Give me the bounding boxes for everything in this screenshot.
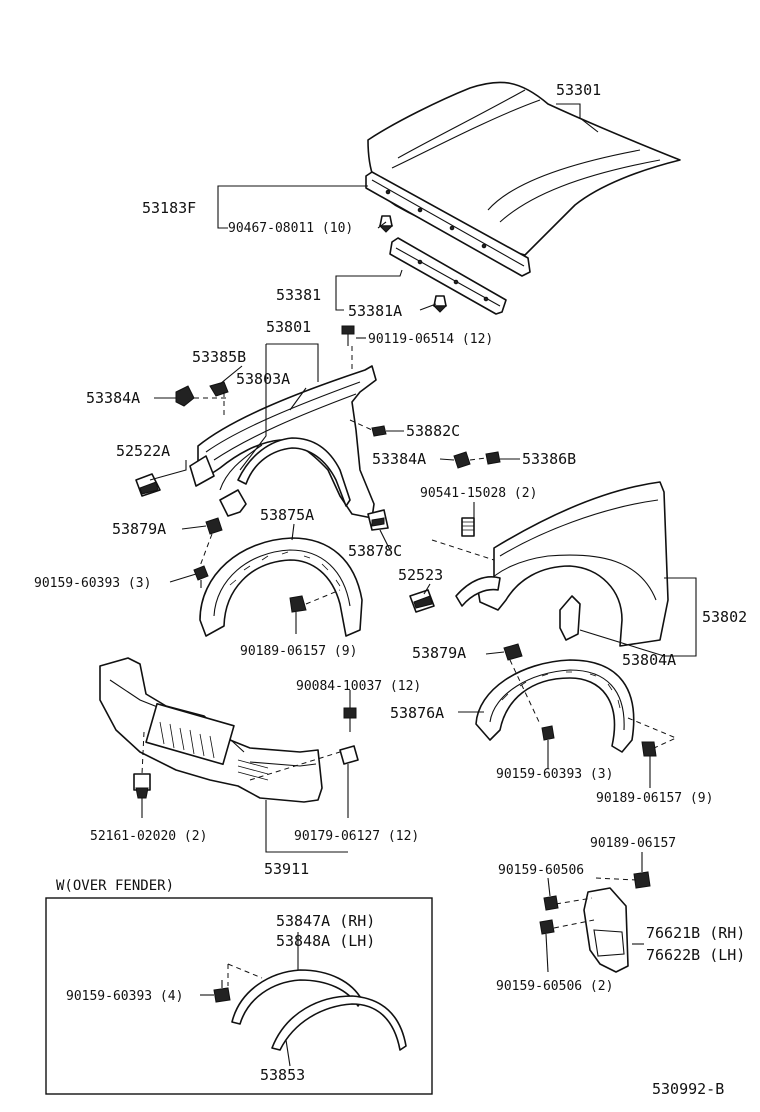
label-mud-screw-top: 90159-60506 [498,863,584,878]
label-liner-53875a: 53875A [260,506,314,524]
bracket-53878c-part [367,509,389,531]
label-over-fender-screw: 90159-60393 (4) [66,989,183,1004]
clip-52161-part [133,773,151,799]
over-fender-part [231,969,407,1051]
clip-53879a-left-part [205,517,223,535]
label-over-fender-rh: 53847A (RH) [276,912,375,930]
apron-seal-part [237,437,351,507]
retainer-53386b-part [485,451,501,465]
seal-53882c-part [371,425,387,437]
fender-rh-part [477,481,669,647]
label-over-fender-title: W(OVER FENDER) [56,878,174,894]
clip-90189-left-part [289,595,307,613]
clip-90189-right-part [641,741,657,757]
screw-90159-right-part [541,725,555,741]
hood-lock-support-part [389,237,507,315]
label-mud-clip: 90189-06157 [590,836,676,851]
label-clip-53879a-left: 53879A [112,520,166,538]
label-clip-90541: 90541-15028 (2) [420,486,537,501]
label-bolt-upper: 90119-06514 (12) [368,332,493,347]
label-screw-90159-left: 90159-60393 (3) [34,576,151,591]
hood-part [367,81,681,256]
cushion-53384a-left-part [175,385,195,407]
label-clip-90189-left: 90189-06157 (9) [240,644,357,659]
label-clip-52523: 52523 [398,566,443,584]
over-fender-screw-part [213,980,231,1003]
labels: 53301 53183F 90467-08011 (10) 53381 5338… [34,81,747,1098]
label-cushion-53384a-right: 53384A [372,450,426,468]
bolt-90084-part [343,707,357,732]
hood-seal-part [365,171,531,277]
over-fender-box [45,897,433,1095]
screw-90159-left-part [193,565,209,588]
label-bolt-90084: 90084-10037 (12) [296,679,421,694]
mud-screw-bottom-part [539,919,555,935]
label-clip-90189-right: 90189-06157 (9) [596,791,713,806]
label-diagram-id: 530992-B [652,1080,724,1098]
label-fender-rh: 53802 [702,608,747,626]
clip-52522a-part [135,473,161,497]
clip-90541-part [461,517,475,537]
label-clip-52161: 52161-02020 (2) [90,829,207,844]
cushion-53384a-right-part [453,451,471,469]
label-seal-53882c: 53882C [406,422,460,440]
label-hood-lock-support: 53381 [276,286,321,304]
label-retainer-53385b: 53385B [192,348,246,366]
label-liner-53876a: 53876A [390,704,444,722]
hood-seal-clip-part [378,215,394,233]
retainer-53385b-part [209,381,229,397]
label-bumper: 53911 [264,860,309,878]
label-mudguard-lh: 76622B (LH) [646,946,745,964]
label-cushion-53384a-left: 53384A [86,389,140,407]
label-nut-90179: 90179-06127 (12) [294,829,419,844]
label-clip-53879a-right: 53879A [412,644,466,662]
label-mud-screw-bottom: 90159-60506 (2) [496,979,613,994]
label-retainer-53386b: 53386B [522,450,576,468]
label-mudguard-rh: 76621B (RH) [646,924,745,942]
label-seal-53804a: 53804A [622,651,676,669]
label-over-fender-molding: 53853 [260,1066,305,1084]
hood-lock-clip-part [432,295,448,313]
mud-clip-part [633,871,651,889]
label-hood: 53301 [556,81,601,99]
upper-bolt-part [341,325,355,346]
label-fender-lh: 53801 [266,318,311,336]
leader-lines [141,103,697,1067]
mud-screw-top-part [543,895,559,911]
label-over-fender-lh: 53848A (LH) [276,932,375,950]
dashed-lines [141,346,678,986]
label-apron-seal: 53803A [236,370,290,388]
nut-90179-part [339,745,359,765]
seal-53804a-part [431,539,581,641]
liner-53875a-part [199,537,363,637]
label-bracket-53878c: 53878C [348,542,402,560]
label-clip-52522a: 52522A [116,442,170,460]
mudguard-part [583,887,629,973]
fender-lh-part [197,365,377,519]
clip-53879a-right-part [503,643,523,661]
label-hood-seal-clip: 90467-08011 (10) [228,221,353,236]
liner-53876a-part [475,659,635,753]
label-hood-seal-group: 53183F [142,199,196,217]
clip-52523-part [409,589,435,613]
label-screw-90159-right: 90159-60393 (3) [496,767,613,782]
label-hood-lock-support-sub: 53381A [348,302,402,320]
fender-lh-bracket-part [189,455,247,517]
bumper-part [99,657,323,803]
